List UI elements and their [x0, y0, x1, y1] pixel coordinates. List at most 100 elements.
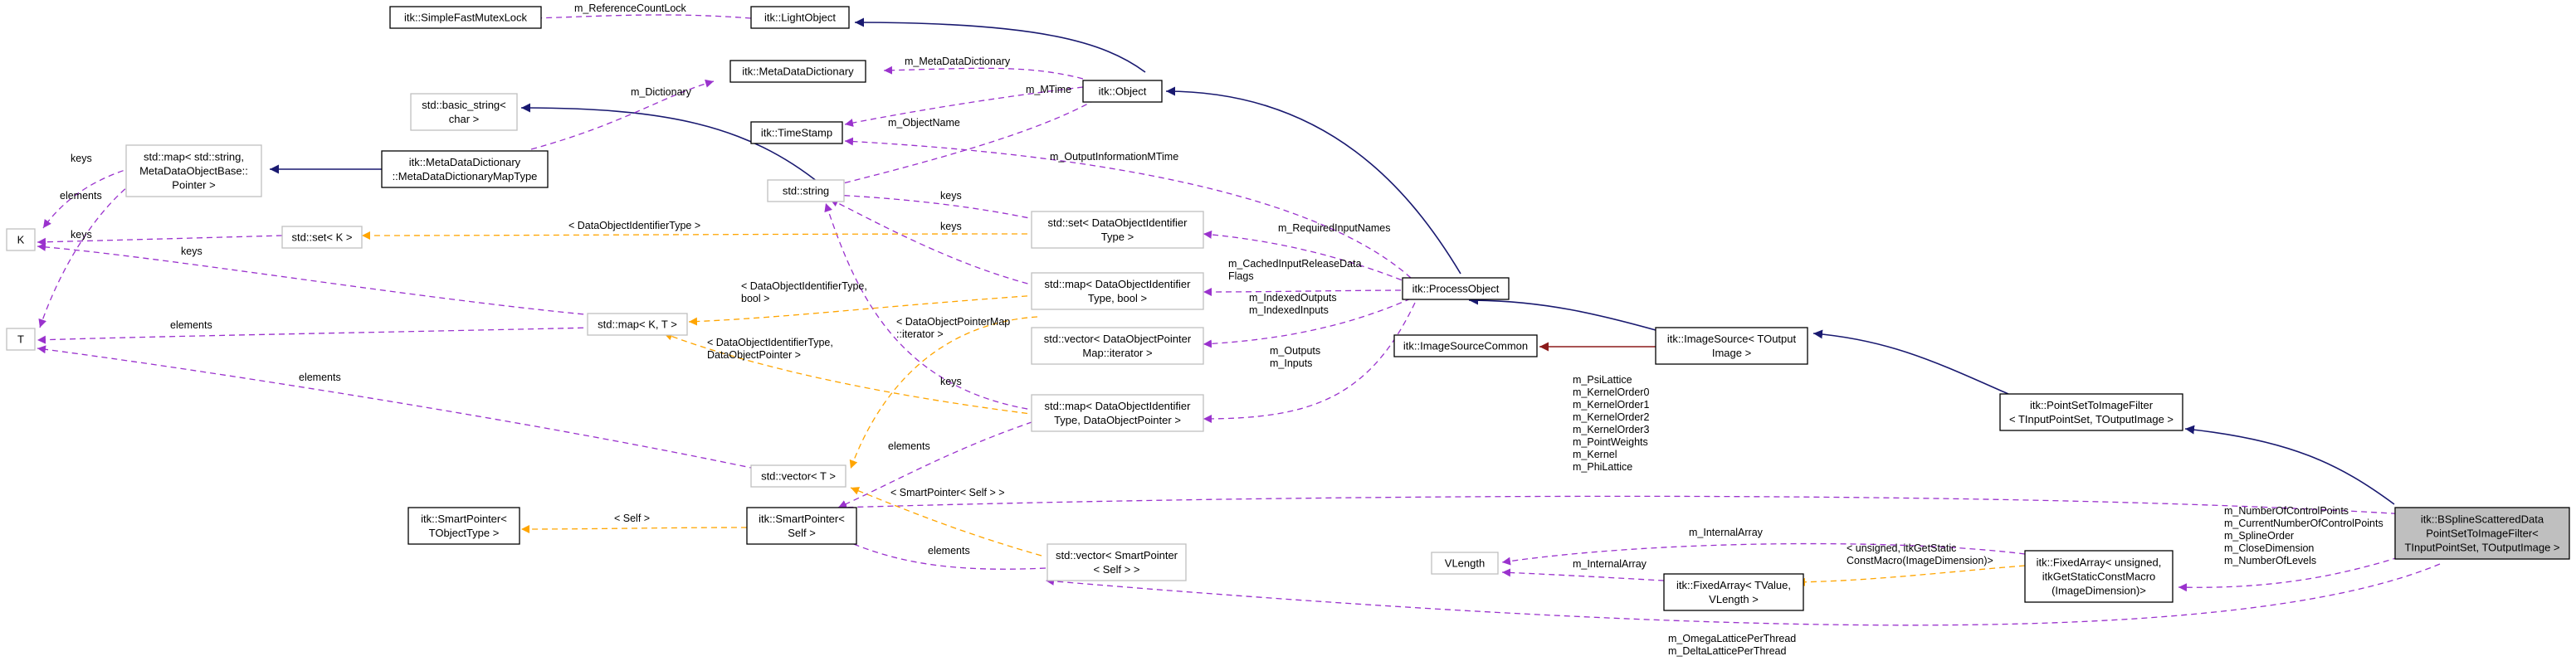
- class-node-vector-T[interactable]: std::vector< T >: [750, 464, 846, 488]
- node-label-line: itk::FixedArray< unsigned,: [2037, 557, 2162, 569]
- node-label-line: Self >: [788, 527, 816, 539]
- edge-stdstring-to-mapdoidop: [824, 202, 1038, 411]
- class-node-set-doi[interactable]: std::set< DataObjectIdentifierType >: [1031, 211, 1204, 249]
- node-box: [1082, 80, 1163, 103]
- class-node-smart-pointer-objtype[interactable]: itk::SmartPointer<TObjectType >: [407, 507, 520, 545]
- edge-mutexlock-to-lightobject: [530, 13, 752, 22]
- node-label-line: T: [17, 333, 24, 346]
- edge-label-line: m_KernelOrder2: [1573, 411, 1649, 423]
- node-label-line: PointSetToImageFilter<: [2426, 527, 2538, 540]
- node-label-line: std::set< K >: [292, 231, 353, 244]
- class-node-map-doi-bool[interactable]: std::map< DataObjectIdentifierType, bool…: [1031, 272, 1204, 310]
- class-node-vlength[interactable]: VLength: [1431, 552, 1499, 575]
- class-node-simple-fast-mutex-lock[interactable]: itk::SimpleFastMutexLock: [389, 6, 542, 29]
- edge-stdstring-to-object: [829, 99, 1096, 189]
- node-label-line: itk::MetaDataDictionary: [742, 66, 854, 78]
- class-node-vector-doipm[interactable]: std::vector< DataObjectPointerMap::itera…: [1031, 327, 1204, 365]
- node-label-line: itk::ImageSource< TOutput: [1667, 333, 1797, 345]
- edge-label-line: < Self >: [614, 513, 650, 524]
- edge-label-line: m_IndexedInputs: [1249, 304, 1329, 316]
- node-box: [1046, 543, 1187, 581]
- class-node-fixed-array-tvalue[interactable]: itk::FixedArray< TValue,VLength >: [1663, 573, 1804, 611]
- edge-smartpointerself-to-vectorsp: [837, 537, 1046, 570]
- node-box: [2024, 550, 2174, 603]
- class-node-metadata-dictionary-maptype[interactable]: itk::MetaDataDictionary::MetaDataDiction…: [381, 150, 549, 188]
- edge-stdstring-to-mapdoibool: [829, 198, 1038, 287]
- edge-label-line: elements: [888, 440, 930, 452]
- edge-label-line: m_MTime: [1026, 84, 1071, 95]
- class-node-time-stamp[interactable]: itk::TimeStamp: [750, 121, 843, 144]
- class-node-image-source[interactable]: itk::ImageSource< TOutputImage >: [1655, 327, 1808, 365]
- label-keys-set-doi: keys: [940, 190, 962, 202]
- edge-object-to-processobject: [1165, 86, 1461, 275]
- class-node-basic-string[interactable]: std::basic_string<char >: [410, 93, 518, 131]
- class-node-object[interactable]: itk::Object: [1082, 80, 1163, 103]
- node-label-line: itk::TimeStamp: [761, 127, 832, 139]
- edge-mapdoidop-to-processobject: [1203, 302, 1416, 423]
- edge-label-line: keys: [71, 229, 92, 241]
- edge-label-line: keys: [181, 245, 202, 257]
- class-node-process-object[interactable]: itk::ProcessObject: [1402, 277, 1510, 300]
- node-label-line: Image >: [1712, 347, 1751, 359]
- node-label-line: Map::iterator >: [1082, 347, 1152, 359]
- label-m-internal-array-1: m_InternalArray: [1689, 527, 1764, 538]
- class-node-bspline-scattered-data-filter[interactable]: itk::BSplineScatteredDataPointSetToImage…: [2394, 507, 2570, 560]
- node-label-line: Type, DataObjectPointer >: [1054, 414, 1181, 426]
- class-node-image-source-common[interactable]: itk::ImageSourceCommon: [1393, 334, 1538, 357]
- label-m-object-name: m_ObjectName: [888, 117, 960, 129]
- class-node-vector-smart-pointer[interactable]: std::vector< SmartPointer< Self > >: [1046, 543, 1187, 581]
- class-node-smart-pointer-self[interactable]: itk::SmartPointer<Self >: [746, 507, 857, 545]
- node-label-line: TInputPointSet, TOutputImage >: [2404, 542, 2559, 554]
- label-keys-map-doi-bool: keys: [940, 221, 962, 232]
- class-node-std-string[interactable]: std::string: [767, 179, 845, 202]
- label-m-internal-array-2: m_InternalArray: [1573, 558, 1647, 570]
- edge-vlength-to-fixedarrayunsigned: [1501, 542, 2026, 566]
- class-node-light-object[interactable]: itk::LightObject: [750, 6, 850, 29]
- node-box: [125, 144, 262, 197]
- edge-label-line: m_KernelOrder1: [1573, 399, 1649, 411]
- edge-label-line: m_DeltaLatticePerThread: [1668, 645, 1786, 657]
- node-box: [746, 507, 857, 545]
- node-label-line: itk::ImageSourceCommon: [1403, 340, 1528, 352]
- edge-imagesource-to-pointsettoimagefilter: [1812, 329, 2009, 395]
- nodes: itk::SimpleFastMutexLock itk::LightObjec…: [6, 6, 2570, 611]
- node-box: [729, 60, 866, 83]
- class-node-map-K-T[interactable]: std::map< K, T >: [587, 313, 688, 336]
- node-label-line: itk::SmartPointer<: [759, 513, 845, 525]
- class-node-meta-data-dictionary[interactable]: itk::MetaDataDictionary: [729, 60, 866, 83]
- node-label-line: < Self > >: [1093, 563, 1139, 576]
- class-node-point-set-to-image-filter[interactable]: itk::PointSetToImageFilter< TInputPointS…: [1999, 393, 2183, 431]
- node-box: [1031, 394, 1204, 432]
- edge-label-line: keys: [940, 190, 962, 202]
- class-node-fixed-array-unsigned[interactable]: itk::FixedArray< unsigned,itkGetStaticCo…: [2024, 550, 2174, 603]
- class-node-T[interactable]: T: [6, 328, 36, 351]
- edges: [37, 13, 2441, 626]
- class-node-K[interactable]: K: [6, 228, 36, 251]
- class-node-set-K[interactable]: std::set< K >: [281, 226, 363, 249]
- edge-setdoi-to-setK: [361, 231, 1038, 240]
- node-label-line: std::vector< DataObjectPointer: [1044, 333, 1192, 345]
- label-m-output-information-mtime: m_OutputInformationMTime: [1050, 151, 1178, 163]
- edge-label-line: m_OmegaLatticePerThread: [1668, 633, 1796, 644]
- node-label-line: std::basic_string<: [422, 99, 506, 111]
- label-m-required-input-names: m_RequiredInputNames: [1278, 222, 1391, 234]
- label-elements-map-metadata: elements: [60, 190, 102, 202]
- edge-label-line: m_KernelOrder0: [1573, 386, 1649, 398]
- node-box: [1431, 552, 1499, 575]
- node-box: [750, 6, 850, 29]
- edge-label-line: elements: [170, 319, 212, 331]
- node-box: [1031, 211, 1204, 249]
- node-label-line: std::vector< T >: [761, 470, 836, 483]
- edge-label-line: m_SplineOrder: [2224, 530, 2294, 542]
- node-label-line: std::vector< SmartPointer: [1056, 549, 1178, 561]
- edge-timestamp-to-object: [844, 86, 1084, 127]
- node-label-line: itk::PointSetToImageFilter: [2030, 399, 2154, 411]
- node-label-line: std::map< DataObjectIdentifier: [1045, 278, 1192, 290]
- class-node-map-metadata[interactable]: std::map< std::string,MetaDataObjectBase…: [125, 144, 262, 197]
- class-node-map-doi-dop[interactable]: std::map< DataObjectIdentifierType, Data…: [1031, 394, 1204, 432]
- edge-label-line: < DataObjectIdentifierType >: [568, 220, 700, 231]
- label-keys-set-K: keys: [71, 229, 92, 241]
